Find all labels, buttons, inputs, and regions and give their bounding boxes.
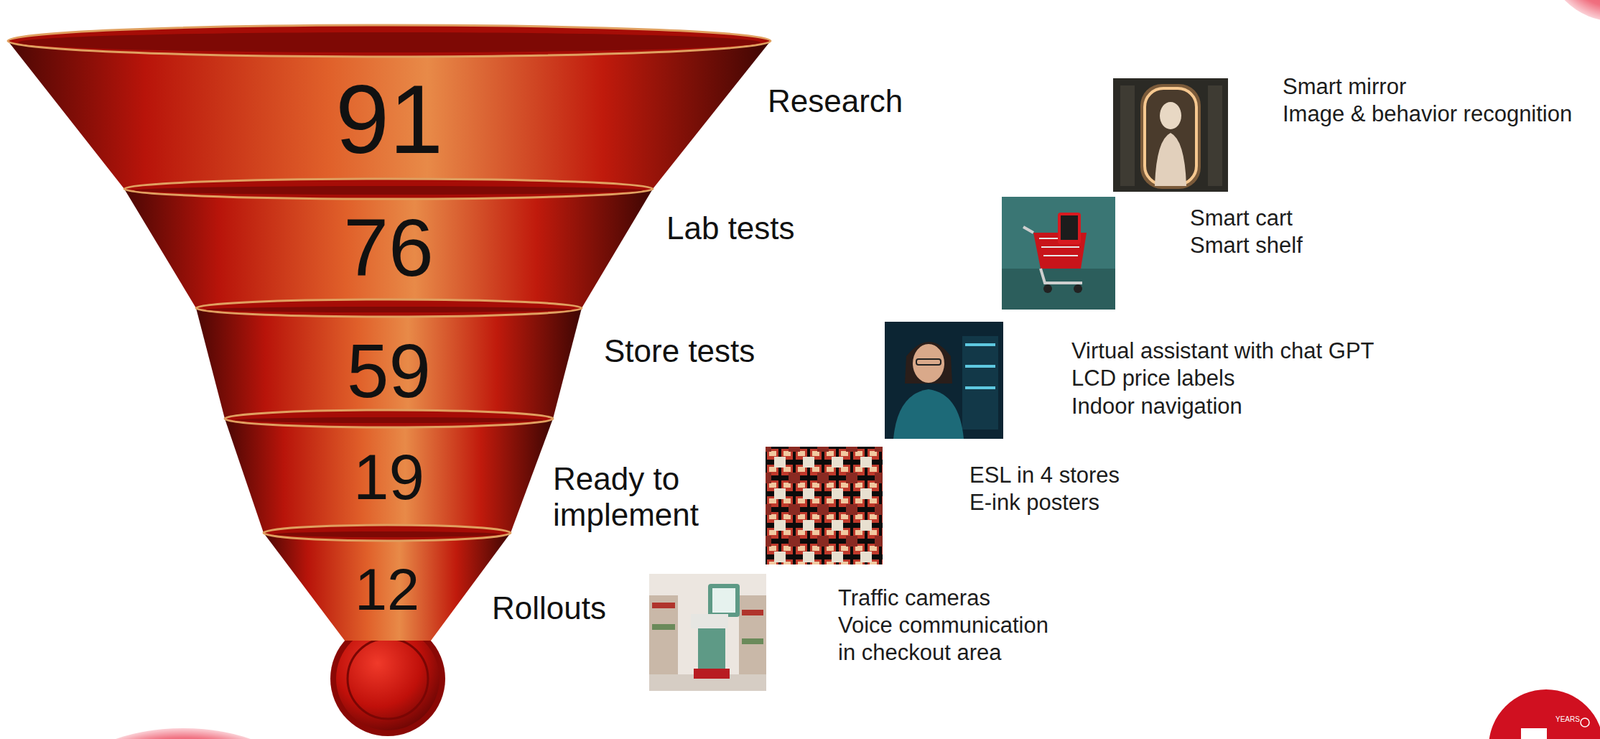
item-text: Virtual assistant with chat GPT <box>1071 337 1375 365</box>
band-body <box>7 40 771 189</box>
band-rim <box>224 410 553 428</box>
item-text: Smart shelf <box>1189 231 1303 260</box>
band-rim <box>196 299 582 317</box>
stage-label: Rollouts <box>491 590 679 627</box>
band-body <box>263 532 511 641</box>
funnel-band: 19Ready to implement <box>224 418 553 533</box>
band-rim-inner <box>234 417 543 423</box>
stage-count: 12 <box>263 560 511 620</box>
item-text: Smart mirror <box>1282 73 1407 101</box>
funnel-band: 91Research <box>7 40 771 189</box>
item-text: Image & behavior recognition <box>1282 100 1572 128</box>
item-text: E-ink posters <box>969 489 1100 517</box>
funnel-band: 76Lab tests <box>124 188 653 309</box>
band-rim-inner <box>273 531 501 538</box>
band-body <box>196 308 582 419</box>
band-body <box>124 188 653 309</box>
stage-count: 19 <box>224 445 553 510</box>
band-rim <box>124 178 653 199</box>
funnel-band: 59Store tests <box>196 308 582 419</box>
funnel-band: 12Rollouts <box>263 532 511 641</box>
stage-label: Store tests <box>603 333 791 370</box>
stage-count: 76 <box>124 207 653 289</box>
item-text: Voice communication in checkout area <box>838 611 1065 667</box>
stage-count: 91 <box>7 71 771 169</box>
band-body <box>224 418 553 533</box>
stage-label: Lab tests <box>666 210 854 247</box>
stage-label: Ready to implement <box>552 461 740 533</box>
item-text: Smart cart <box>1189 204 1293 232</box>
band-rim-inner <box>206 306 572 313</box>
logo-text: YEARS <box>1555 715 1580 724</box>
stage-count: 59 <box>196 333 582 409</box>
band-rim <box>7 25 771 57</box>
band-rim-inner <box>134 185 643 195</box>
item-text: ESL in 4 stores <box>969 461 1120 490</box>
band-rim-inner <box>17 32 761 53</box>
band-rim <box>263 524 511 541</box>
item-text: Traffic cameras <box>838 584 991 612</box>
stage-label: Research <box>767 83 955 120</box>
item-text: Indoor navigation <box>1071 392 1243 421</box>
item-text: LCD price labels <box>1071 364 1235 393</box>
